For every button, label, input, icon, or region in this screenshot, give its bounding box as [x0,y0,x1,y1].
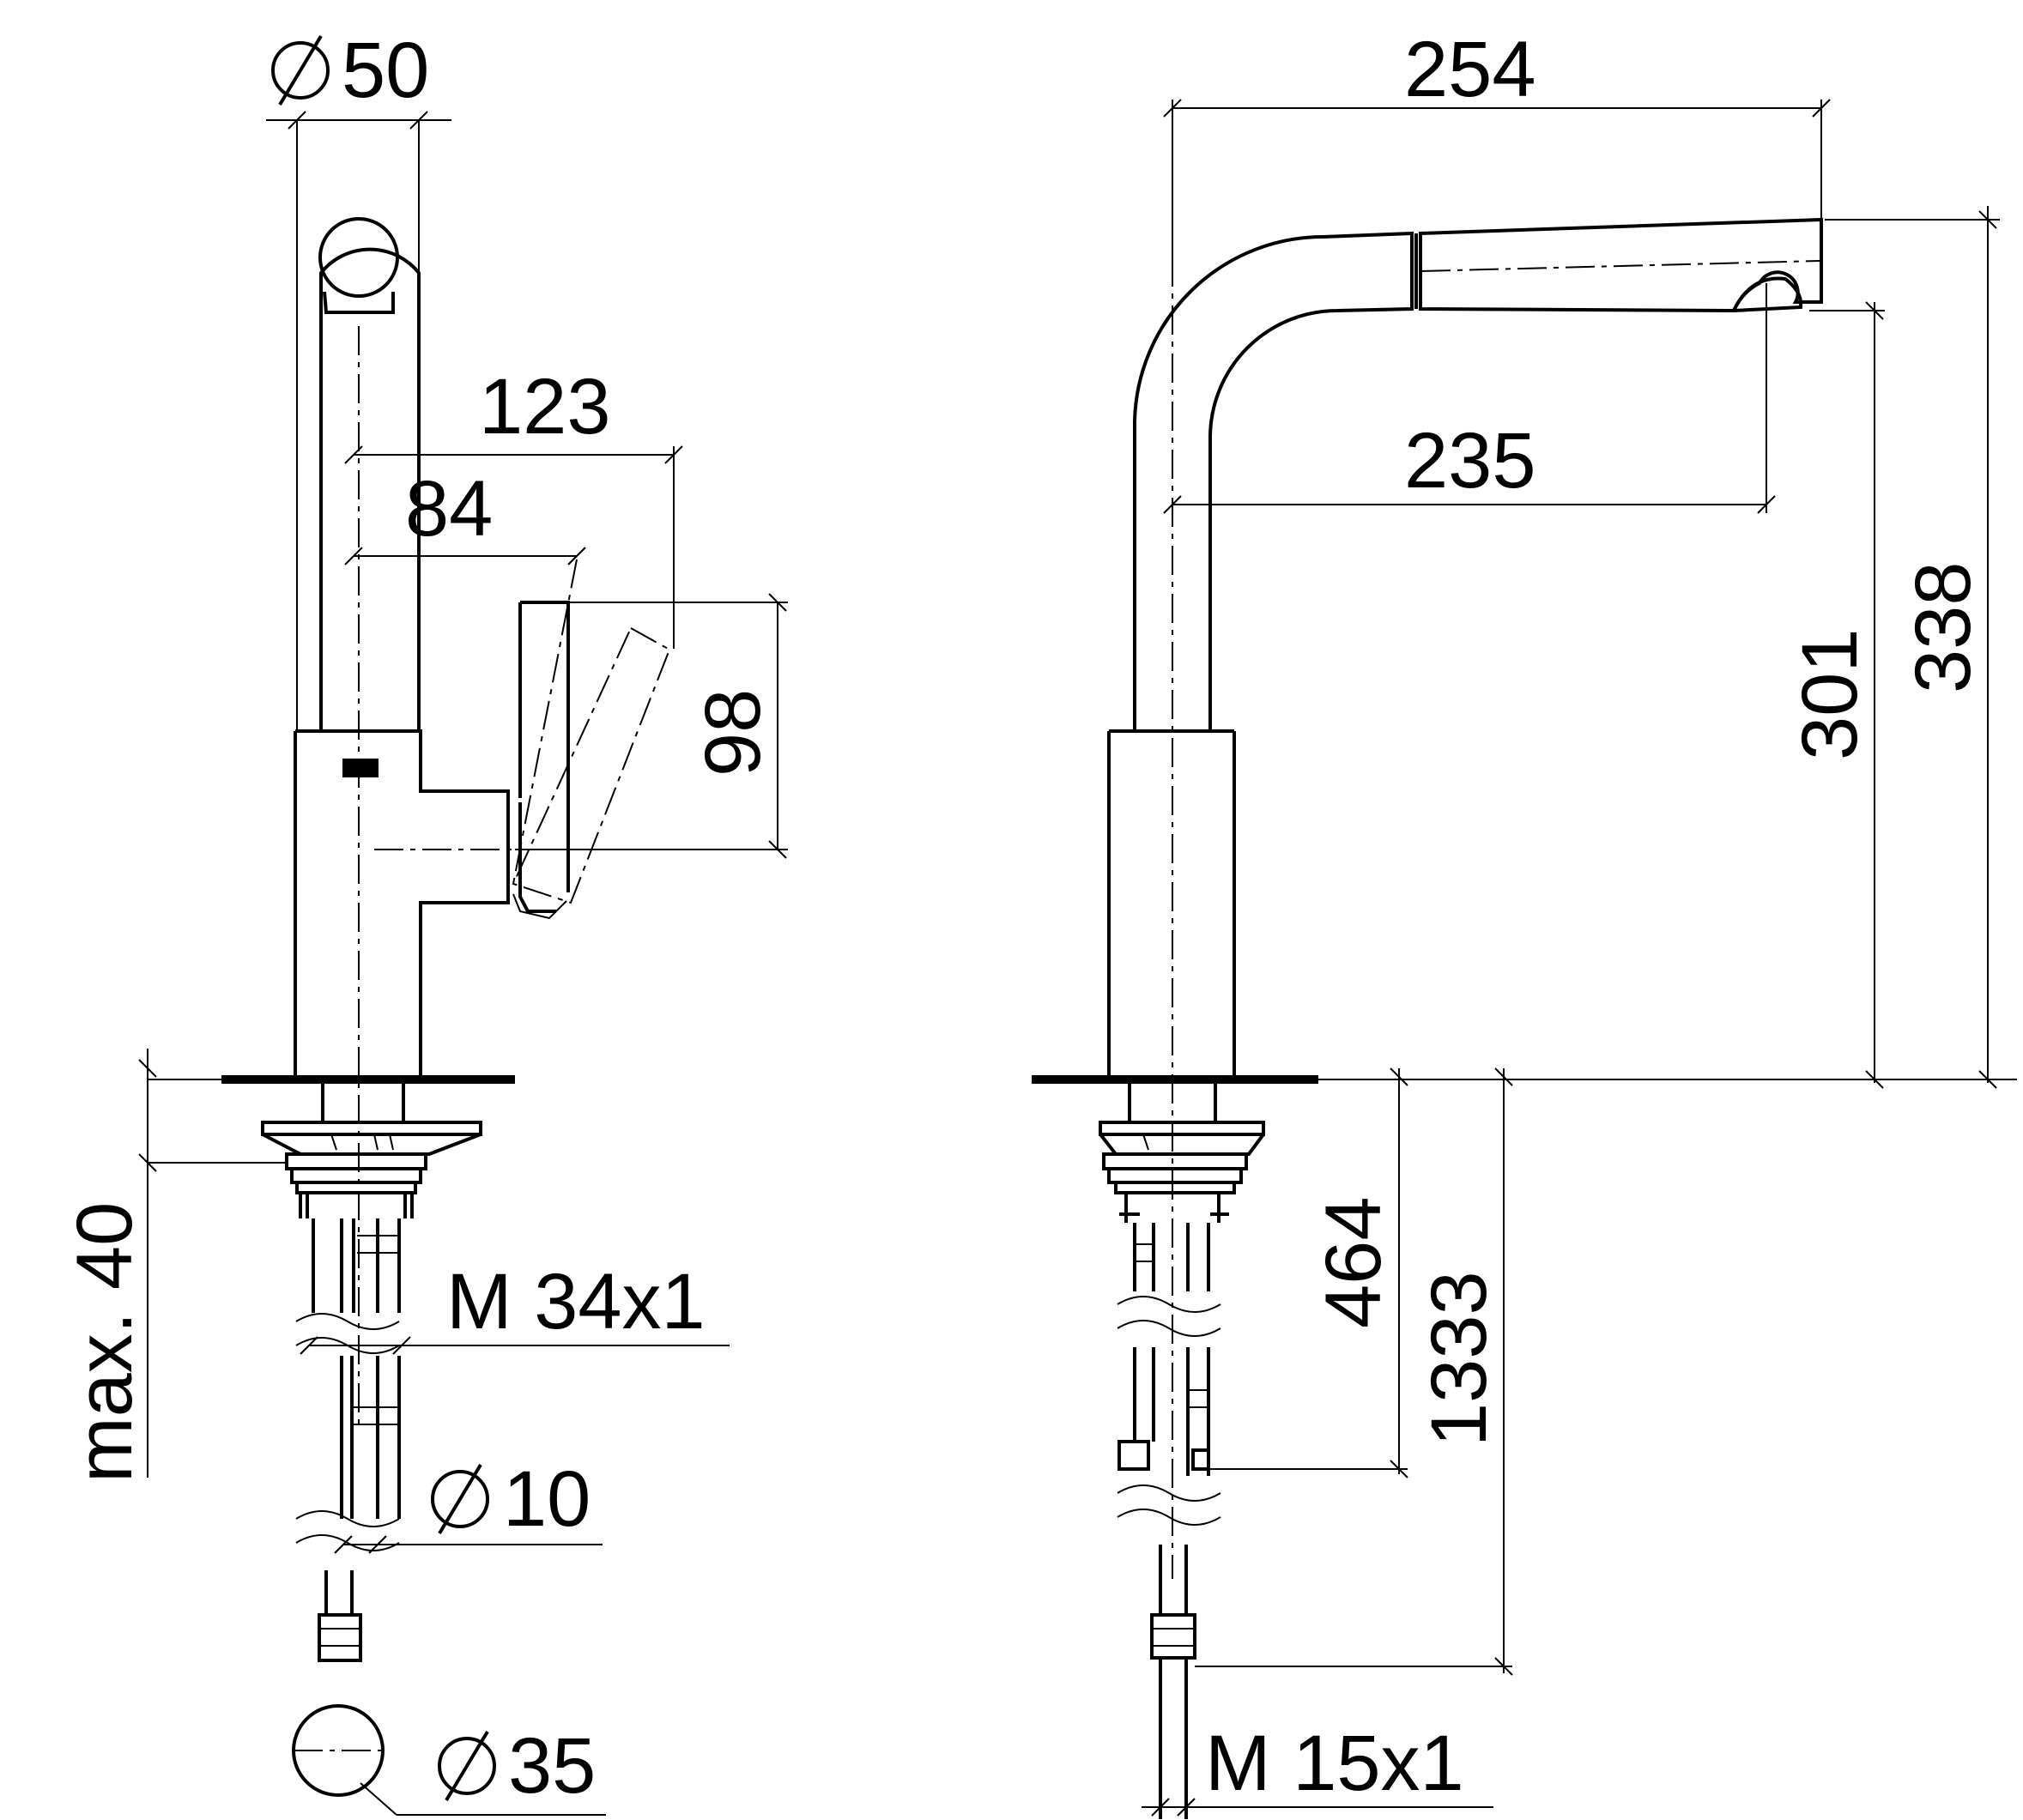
left-dimensions: 50 123 84 98 max. 40 M 34x1 [61,27,788,1816]
faucet-front-view [1032,217,1823,1819]
dim-84: 84 [405,465,493,553]
faucet-side-view [221,217,671,1797]
diameter-35-label: 35 [438,1722,596,1810]
dim-35: 35 [508,1722,596,1810]
diameter-50-label: 50 [271,27,429,114]
dim-464: 464 [1310,1197,1397,1329]
dim-m15: M 15x1 [1205,1720,1464,1807]
dim-301: 301 [1786,629,1874,761]
dim-338: 338 [1899,562,1987,694]
dim-10: 10 [503,1455,591,1543]
dim-m34: M 34x1 [446,1258,706,1345]
dim-98: 98 [689,689,777,777]
dim-50: 50 [342,27,429,114]
diameter-10-label: 10 [431,1455,591,1543]
dim-235: 235 [1404,417,1536,505]
dim-254: 254 [1404,26,1536,113]
dim-max40: max. 40 [61,1202,148,1483]
dim-1333: 1333 [1415,1271,1503,1447]
right-dimensions: 254 235 301 338 464 1333 [1142,26,2017,1817]
dim-123: 123 [479,363,611,450]
